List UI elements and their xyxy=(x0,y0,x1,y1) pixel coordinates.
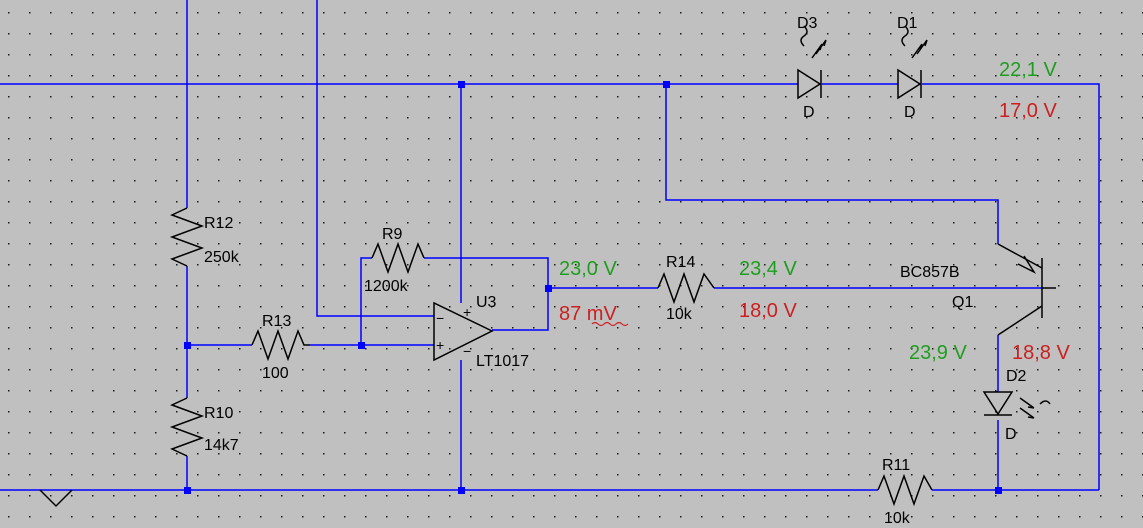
d3-ref: D3 xyxy=(797,15,818,32)
r14-ref: R14 xyxy=(666,254,695,271)
resistor-r14[interactable] xyxy=(657,271,715,305)
opamp-u3[interactable] xyxy=(433,301,494,362)
u3-ref: U3 xyxy=(476,294,497,311)
r9-left-wire[interactable] xyxy=(360,257,372,345)
r12-ref: R12 xyxy=(204,215,233,232)
component-labels: R12 250k R10 14k7 R13 100 R9 1200k R14 1… xyxy=(204,15,1027,527)
voltage-collector-red: 18,8 V xyxy=(1012,342,1070,364)
transistor-q1[interactable] xyxy=(997,243,1056,336)
r14-value: 10k xyxy=(666,306,693,323)
emitter-wire[interactable] xyxy=(665,84,999,244)
voltage-collector-green: 23,9 V xyxy=(909,342,967,364)
opamp-plus-left: + xyxy=(436,337,444,353)
r12-value: 250k xyxy=(204,249,240,266)
diode-d2[interactable] xyxy=(982,391,1051,419)
q1-value: BC857B xyxy=(900,264,960,281)
r10-value: 14k7 xyxy=(204,437,239,454)
u3-value: LT1017 xyxy=(476,353,529,370)
voltage-opamp-out-green: 23,0 V xyxy=(559,258,617,280)
r10-ref: R10 xyxy=(204,405,233,422)
r9-ref: R9 xyxy=(382,226,403,243)
dot-grid xyxy=(8,12,1143,518)
r9-right-wire[interactable] xyxy=(424,257,549,331)
voltage-base-red: 18,0 V xyxy=(739,300,797,322)
voltage-led-top-red: 17,0 V xyxy=(999,100,1057,122)
q1-ref: Q1 xyxy=(952,294,973,311)
r11-ref: R11 xyxy=(882,457,910,474)
r13-ref: R13 xyxy=(262,313,291,330)
r13-value: 100 xyxy=(262,365,289,382)
voltage-annotations: 22,1 V 17,0 V 23,0 V 87 mV 23,4 V 18,0 V… xyxy=(559,59,1070,364)
resistor-r13[interactable] xyxy=(251,328,310,362)
spellcheck-underline xyxy=(591,321,629,327)
feedback-wire[interactable] xyxy=(316,0,434,317)
resistor-r12[interactable] xyxy=(169,207,205,267)
opamp-minus-bottom: − xyxy=(463,343,471,359)
resistor-r9[interactable] xyxy=(371,241,425,275)
d1-value: D xyxy=(904,104,916,121)
d3-value: D xyxy=(803,104,815,121)
voltage-base-green: 23,4 V xyxy=(739,258,797,280)
d2-ref: D2 xyxy=(1006,368,1027,385)
opamp-minus-left: − xyxy=(436,310,444,326)
resistor-r10[interactable] xyxy=(169,397,205,457)
wires xyxy=(0,0,1100,491)
r9-value: 1200k xyxy=(364,278,409,295)
resistor-r11[interactable] xyxy=(877,473,933,507)
voltage-led-top-green: 22,1 V xyxy=(999,59,1057,81)
r11-value: 10k xyxy=(884,510,911,527)
ground-symbol[interactable] xyxy=(39,489,73,508)
d2-value: D xyxy=(1005,426,1017,443)
voltage-opamp-out-red: 87 mV xyxy=(559,303,617,325)
diode-d3[interactable] xyxy=(797,25,827,100)
junctions xyxy=(184,81,1002,494)
d1-ref: D1 xyxy=(897,15,918,32)
diode-d1[interactable] xyxy=(897,25,928,100)
opamp-plus-top: + xyxy=(463,304,471,320)
